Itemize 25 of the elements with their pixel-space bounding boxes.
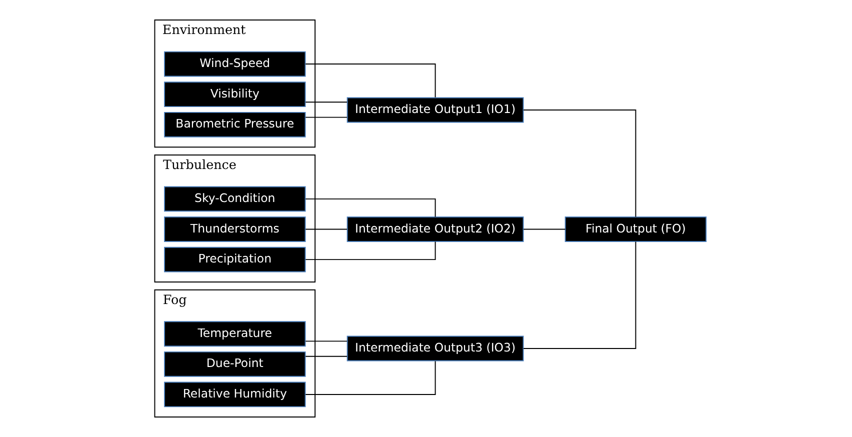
node-box: Temperature — [164, 321, 306, 347]
connector — [304, 340, 347, 342]
node-box: Barometric Pressure — [164, 112, 306, 138]
node-box: Visibility — [164, 82, 306, 108]
connector — [304, 356, 347, 357]
node-box: Intermediate Output2 (IO2) — [346, 216, 524, 242]
connector — [304, 360, 436, 395]
node-box: Intermediate Output1 (IO1) — [346, 97, 524, 123]
connector — [304, 64, 436, 98]
node-box: Due-Point — [164, 351, 306, 377]
node-box: Intermediate Output3 (IO3) — [346, 336, 524, 362]
node-box: Wind-Speed — [164, 51, 306, 77]
node-box: Precipitation — [164, 246, 306, 272]
node-box: Thunderstorms — [164, 216, 306, 242]
connector — [304, 241, 436, 260]
connector — [522, 110, 636, 218]
connector — [304, 116, 347, 118]
node-box: Relative Humidity — [164, 382, 306, 408]
connector — [304, 228, 347, 230]
node-box: Final Output (FO) — [564, 216, 706, 242]
connector — [522, 228, 566, 230]
connector — [522, 241, 636, 349]
connector — [304, 102, 347, 103]
connector — [304, 198, 436, 218]
node-box: Sky-Condition — [164, 186, 306, 212]
